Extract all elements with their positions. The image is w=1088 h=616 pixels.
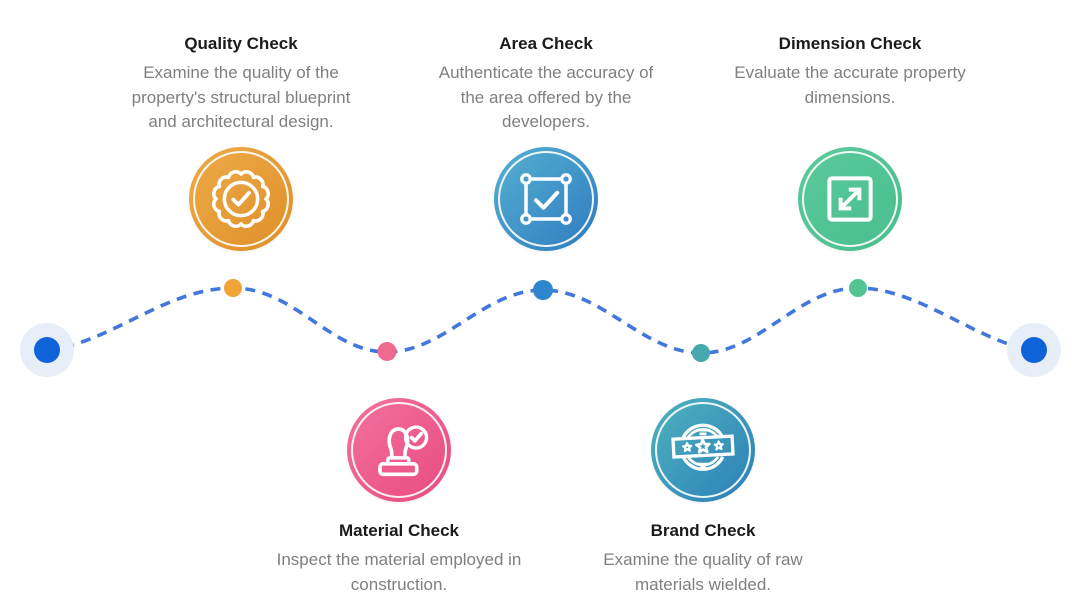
timeline-start-dot: [34, 337, 60, 363]
quality-check-title: Quality Check: [184, 34, 298, 53]
material-check-title: Material Check: [339, 521, 459, 540]
material-check-text-block: Material Check Inspect the material empl…: [273, 519, 525, 597]
area-check-title: Area Check: [499, 34, 593, 53]
timeline-end-dot: [1021, 337, 1047, 363]
stamp-check-icon: [378, 425, 429, 477]
area-square-check-icon: [520, 173, 572, 225]
dimension-check-description: Evaluate the accurate property dimension…: [734, 63, 966, 107]
area-check-text-block: Area Check Authenticate the accuracy of …: [426, 32, 666, 135]
dimension-resize-arrow-icon: [827, 176, 873, 222]
material-step-dot: [377, 342, 397, 361]
dimension-check-text-block: Dimension Check Evaluate the accurate pr…: [719, 32, 981, 110]
quality-check-circle: [189, 147, 293, 251]
area-check-circle: [494, 147, 598, 251]
dimension-check-title: Dimension Check: [778, 34, 922, 53]
brand-badge-stars-icon: [671, 423, 735, 471]
material-check-circle: [347, 398, 451, 502]
dimension-step-dot: [849, 279, 867, 297]
brand-check-title: Brand Check: [650, 521, 756, 540]
brand-check-text-block: Brand Check Examine the quality of raw m…: [591, 519, 815, 597]
area-step-dot: [533, 280, 553, 300]
brand-check-description: Examine the quality of raw materials wie…: [603, 550, 803, 594]
quality-step-dot: [224, 279, 242, 297]
material-check-description: Inspect the material employed in constru…: [276, 550, 522, 594]
certificate-seal-check-icon: [212, 170, 270, 228]
area-check-description: Authenticate the accuracy of the area of…: [438, 63, 654, 131]
brand-check-circle: [651, 398, 755, 502]
dimension-check-circle: [798, 147, 902, 251]
brand-step-dot: [692, 344, 710, 362]
quality-check-text-block: Quality Check Examine the quality of the…: [116, 32, 366, 135]
quality-check-description: Examine the quality of the property's st…: [131, 63, 351, 131]
